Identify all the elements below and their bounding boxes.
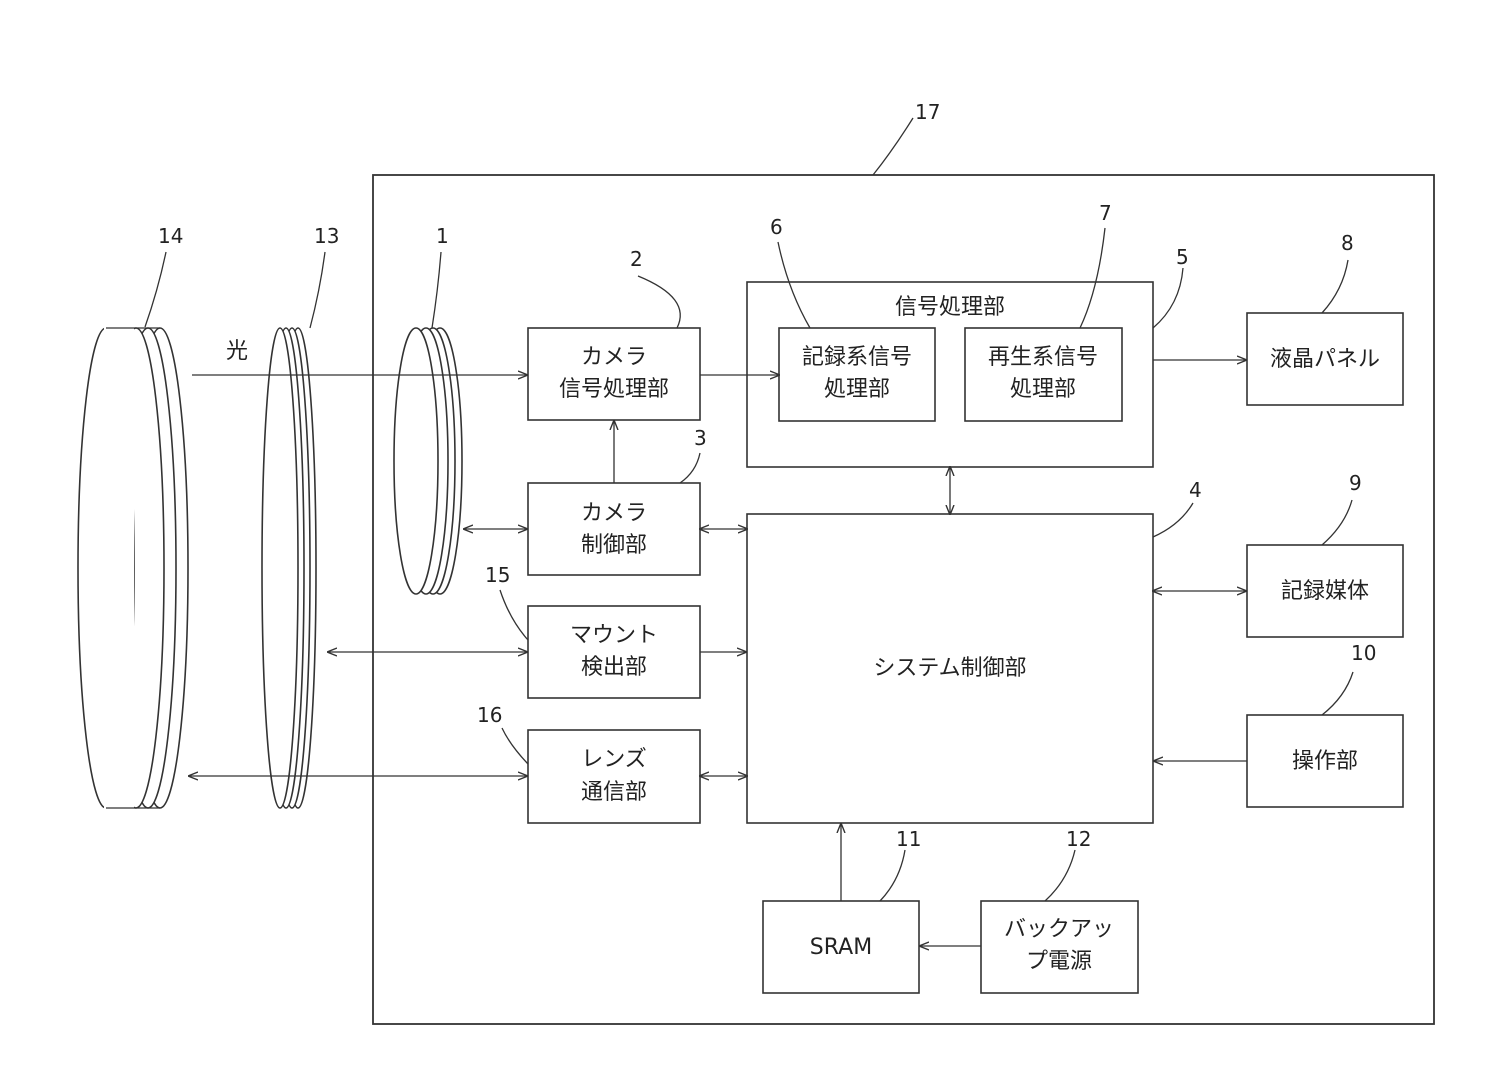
recording-signal-processor: 記録系信号 処理部 [778,327,936,422]
leader-8 [1321,259,1349,314]
leader-13 [309,251,326,329]
leader-1 [431,251,442,329]
light-label: 光 [226,339,248,364]
svg-text:カメラ: カメラ [581,501,647,526]
svg-text:操作部: 操作部 [1292,749,1358,774]
leader-11 [879,849,906,902]
ref-15: 15 [485,563,510,587]
leader-16 [501,727,529,765]
ref-9: 9 [1349,471,1362,495]
camera-signal-processor: カメラ 信号処理部 [527,327,701,421]
ref-11: 11 [896,827,921,851]
leader-17 [872,117,914,176]
ref-4: 4 [1189,478,1202,502]
svg-text:SRAM: SRAM [810,935,872,960]
svg-text:液晶パネル: 液晶パネル [1270,347,1380,372]
leader-12 [1044,849,1076,902]
leader-7 [1079,227,1106,329]
ref-14: 14 [158,224,183,248]
svg-text:マウント: マウント [570,623,658,648]
svg-text:信号処理部: 信号処理部 [895,295,1005,320]
ref-17: 17 [915,100,940,124]
ref-8: 8 [1341,231,1354,255]
ref-1: 1 [436,224,449,248]
lens-1 [393,327,463,595]
ref-3: 3 [694,426,707,450]
ref-13: 13 [314,224,339,248]
ref-12: 12 [1066,827,1091,851]
lens-14 [77,325,189,811]
leader-10 [1321,671,1354,716]
ref-10: 10 [1351,641,1376,665]
lens-13 [261,327,317,809]
leader-15 [499,589,529,641]
playback-signal-processor: 再生系信号 処理部 [964,327,1123,422]
svg-text:検出部: 検出部 [581,655,647,680]
svg-text:システム制御部: システム制御部 [873,656,1026,681]
svg-text:処理部: 処理部 [824,377,890,402]
camera-body-frame [372,174,1435,1025]
ref-2: 2 [630,247,643,271]
ref-7: 7 [1099,201,1112,225]
svg-text:カメラ: カメラ [581,345,647,370]
svg-text:処理部: 処理部 [1010,377,1076,402]
lens-communicator: レンズ 通信部 [527,729,701,824]
mount-detector: マウント 検出部 [527,605,701,699]
svg-text:通信部: 通信部 [581,780,647,805]
leader-4 [1152,502,1194,538]
ref-6: 6 [770,215,783,239]
leader-9 [1321,499,1353,546]
svg-text:制御部: 制御部 [581,533,647,558]
leader-2 [637,275,681,329]
operation-unit: 操作部 [1246,714,1404,808]
svg-text:信号処理部: 信号処理部 [559,377,669,402]
svg-text:レンズ: レンズ [581,747,647,772]
svg-text:記録媒体: 記録媒体 [1281,579,1369,604]
svg-text:記録系信号: 記録系信号 [802,345,912,370]
leader-5 [1152,267,1184,329]
ref-5: 5 [1176,245,1189,269]
svg-text:プ電源: プ電源 [1026,949,1092,974]
system-controller: システム制御部 [746,513,1154,824]
camera-controller: カメラ 制御部 [527,482,701,576]
leader-6 [777,241,811,329]
lcd-panel: 液晶パネル [1246,312,1404,406]
backup-power: バックアッ プ電源 [980,900,1139,994]
leader-14 [144,251,167,328]
recording-medium: 記録媒体 [1246,544,1404,638]
svg-text:再生系信号: 再生系信号 [988,345,1098,370]
leader-3 [679,452,701,484]
ref-16: 16 [477,703,502,727]
svg-text:バックアッ: バックアッ [1004,917,1114,942]
sram: SRAM [762,900,920,994]
